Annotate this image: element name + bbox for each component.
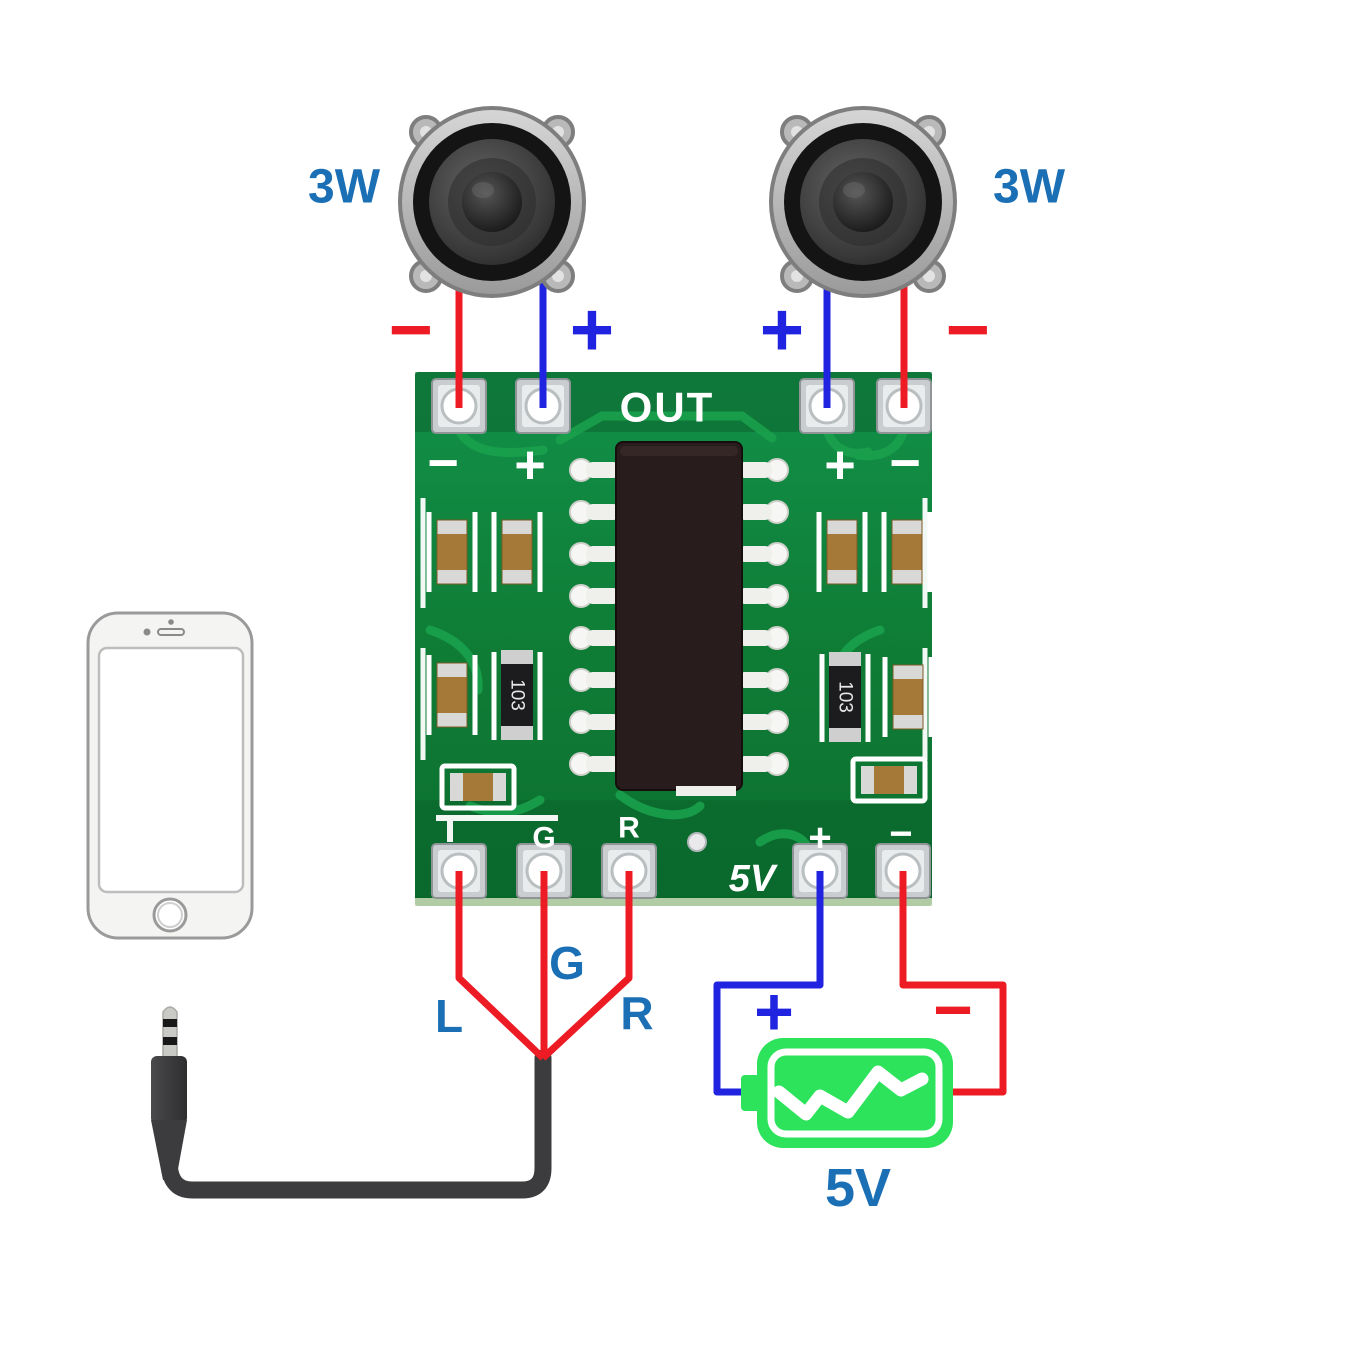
- jack-tip: [162, 1006, 178, 1059]
- r-silkscreen-label: R: [618, 812, 640, 845]
- phone-screen: [97, 646, 245, 894]
- battery-terminal-nub: [741, 1075, 761, 1111]
- silk-minus: −: [889, 433, 921, 493]
- input-left-wire: [455, 871, 546, 1061]
- board-5v-silkscreen-label: 5V: [729, 858, 778, 900]
- silk-plus: +: [808, 816, 831, 860]
- silk-minus: −: [427, 433, 459, 493]
- output-polarity-silk: − + + −: [427, 433, 921, 495]
- left-speaker-minus-mark: −: [389, 288, 433, 373]
- audio-cable: [160, 1049, 552, 1199]
- silk-plus: +: [824, 435, 856, 495]
- battery: [741, 1038, 953, 1148]
- left-speaker-power-label: 3W: [308, 161, 381, 214]
- phone: [86, 611, 254, 940]
- audio-jack: [151, 1006, 552, 1199]
- amplifier-board: OUT − + + − 103: [415, 372, 932, 906]
- battery-negative-wire: [899, 871, 1007, 1096]
- right-speaker-plus-mark: +: [760, 288, 804, 373]
- input-right-wire: [540, 871, 633, 1061]
- smd-resistor-103: 103: [819, 652, 871, 742]
- battery-voltage-label: 5V: [825, 1158, 891, 1218]
- phone-speaker-slit: [157, 628, 185, 636]
- battery-plus-mark: +: [754, 974, 794, 1050]
- right-speaker-power-label: 3W: [993, 161, 1066, 214]
- silk-minus: −: [889, 812, 912, 856]
- silkscreen-lines: [420, 498, 928, 842]
- left-speaker-plus-mark: +: [570, 288, 614, 373]
- phone-camera-dot: [143, 628, 151, 636]
- right-speaker: [769, 106, 957, 298]
- resistor-code-label: 103: [507, 679, 528, 711]
- via-hole: [687, 832, 707, 852]
- battery-charge-zigzag-icon: [772, 1065, 929, 1121]
- left-speaker: [398, 106, 586, 298]
- right-speaker-minus-mark: −: [946, 288, 990, 373]
- g-silkscreen-label: G: [532, 822, 555, 855]
- input-left-label: L: [435, 990, 463, 1042]
- battery-positive-wire: [713, 871, 824, 1096]
- resistor-code-label: 103: [835, 681, 856, 713]
- jack-body: [151, 1056, 187, 1124]
- smd-resistor-103: 103: [491, 650, 543, 740]
- input-right-label: R: [620, 987, 653, 1039]
- wires: [455, 268, 1007, 1096]
- jack-strain-relief: [151, 1120, 187, 1180]
- labels: 3W 3W − + + − L G R + − 5V: [308, 161, 1066, 1219]
- input-ground-label: G: [549, 937, 585, 989]
- ic-chip: [615, 441, 743, 796]
- out-silkscreen-label: OUT: [620, 384, 715, 431]
- battery-minus-mark: −: [933, 972, 973, 1048]
- silk-plus: +: [514, 435, 546, 495]
